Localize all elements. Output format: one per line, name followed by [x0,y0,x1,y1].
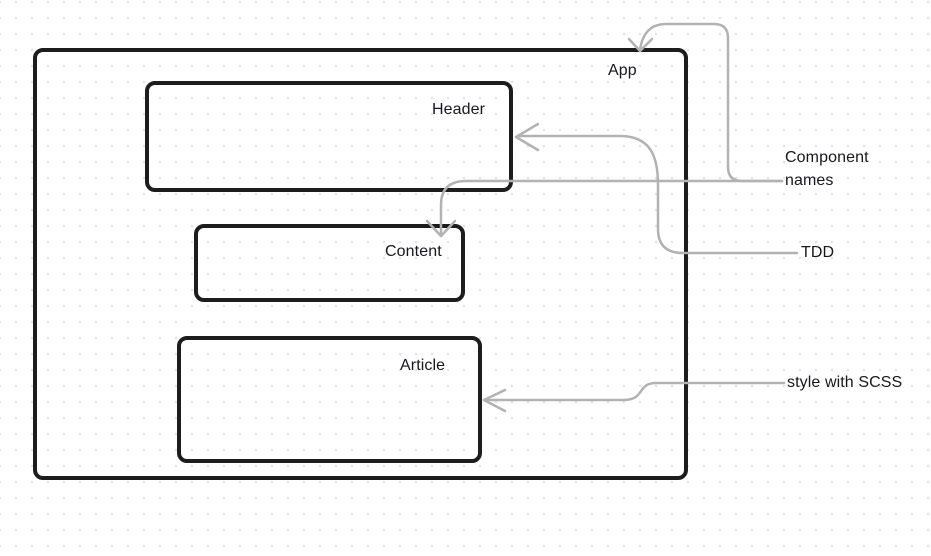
box-content-label: Content [385,243,442,260]
annotation-component-names: Component names [785,149,869,189]
arrowhead-tdd-to-header [514,122,540,152]
arrowhead-style-scss-to-article [482,388,507,413]
annotation-style-scss: style with SCSS [787,374,903,391]
arrowhead-component-names-to-app [627,37,654,53]
box-header-label: Header [432,101,486,118]
box-article-label: Article [400,357,446,374]
box-article [177,336,482,463]
box-app-label: App [608,62,637,79]
arrow-component-names-to-app [638,22,784,183]
arrowhead-component-names-to-content [425,219,457,238]
box-app [33,48,688,480]
arrow-tdd-to-header [517,134,799,255]
box-header [145,81,513,192]
box-content [194,224,465,302]
annotation-tdd: TDD [801,244,835,261]
arrow-style-scss-to-article [486,381,786,402]
arrow-component-names-to-content [439,179,784,235]
